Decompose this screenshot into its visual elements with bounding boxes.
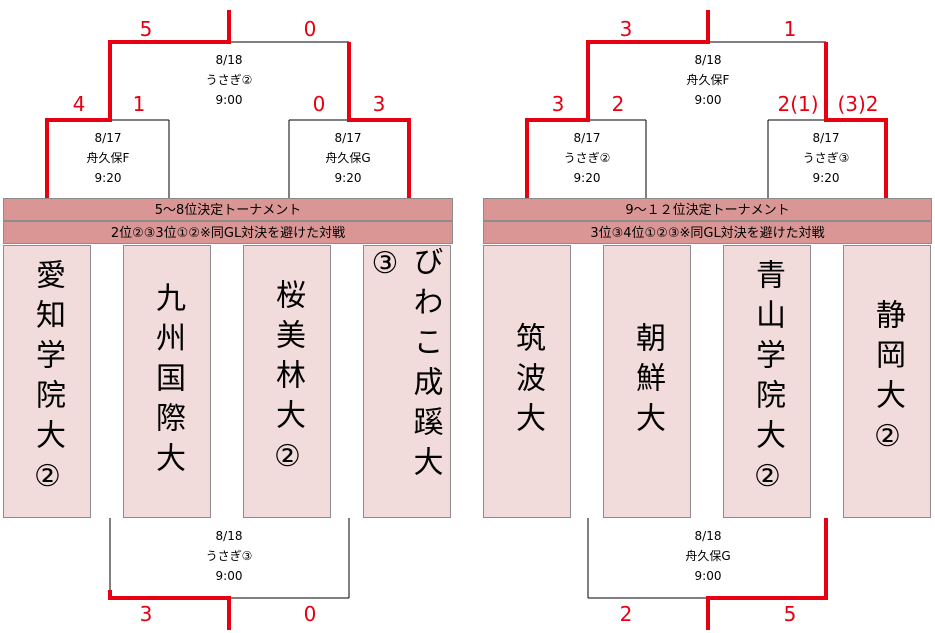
match-venue: うさぎ③	[205, 549, 253, 563]
match-date: 8/18	[694, 53, 722, 67]
left-team-1: 愛知学院大②	[3, 245, 91, 518]
match-date: 8/18	[215, 53, 243, 67]
match-venue: うさぎ②	[205, 73, 253, 87]
right-black-lines	[587, 41, 826, 599]
left-final-info: 8/18 うさぎ② 9:00	[179, 50, 279, 110]
team-name: 朝鮮大	[630, 321, 665, 442]
right-final-score-b: 1	[783, 17, 797, 41]
left-team-4: びわこ成蹊大③	[363, 245, 451, 518]
team-name: 筑波大	[510, 321, 545, 442]
right-final-info: 8/18 舟久保F 9:00	[658, 50, 758, 110]
left-consolation-info: 8/18 うさぎ③ 9:00	[179, 526, 279, 586]
team-name: 九州国際大	[150, 281, 185, 482]
left-sf1-score-a: 4	[72, 92, 86, 116]
right-sf1-info: 8/17 うさぎ② 9:20	[537, 128, 637, 188]
left-consolation-score-a: 3	[139, 602, 153, 626]
left-black-lines	[109, 41, 350, 599]
team-name: 愛知学院大②	[30, 259, 65, 504]
left-sf2-info: 8/17 舟久保G 9:20	[298, 128, 398, 188]
match-time: 9:20	[812, 171, 840, 185]
right-team-1: 筑波大	[483, 245, 571, 518]
right-consolation-score-a: 2	[619, 602, 633, 626]
left-sf2-score-b: 3	[372, 92, 386, 116]
right-red-lines	[525, 10, 888, 630]
right-title: 9～１２位決定トーナメント	[483, 198, 932, 221]
right-sf2-score-b: (3)2	[837, 92, 879, 116]
left-team-2: 九州国際大	[123, 245, 211, 518]
right-consolation-info: 8/18 舟久保G 9:00	[658, 526, 758, 586]
match-date: 8/17	[94, 131, 122, 145]
match-venue: 舟久保G	[685, 549, 731, 563]
match-venue: うさぎ②	[563, 151, 611, 165]
match-date: 8/17	[812, 131, 840, 145]
right-team-2: 朝鮮大	[603, 245, 691, 518]
match-time: 9:00	[215, 569, 243, 583]
team-name: 青山学院大②	[750, 259, 785, 504]
right-team-3: 青山学院大②	[723, 245, 811, 518]
left-title: 5～8位決定トーナメント	[3, 198, 453, 221]
left-subtitle: 2位②③3位①②※同GL対決を避けた対戦	[3, 221, 453, 244]
match-venue: 舟久保F	[686, 73, 730, 87]
right-sf2-score-a: 2(1)	[777, 92, 819, 116]
left-final-score-b: 0	[303, 17, 317, 41]
team-name: びわこ成蹊大③	[367, 246, 443, 486]
match-venue: 舟久保G	[325, 151, 371, 165]
left-sf2-score-a: 0	[312, 92, 326, 116]
left-consolation-score-b: 0	[303, 602, 317, 626]
match-time: 9:20	[334, 171, 362, 185]
right-team-4: 静岡大②	[843, 245, 931, 518]
match-venue: うさぎ③	[802, 151, 850, 165]
team-name: 桜美林大②	[270, 279, 305, 484]
match-date: 8/18	[694, 529, 722, 543]
left-sf1-score-b: 1	[132, 92, 146, 116]
match-date: 8/17	[334, 131, 362, 145]
left-final-score-a: 5	[139, 17, 153, 41]
match-date: 8/17	[573, 131, 601, 145]
match-time: 9:20	[94, 171, 122, 185]
right-final-score-a: 3	[619, 17, 633, 41]
match-time: 9:00	[215, 93, 243, 107]
right-sf1-score-b: 2	[611, 92, 625, 116]
left-sf1-info: 8/17 舟久保F 9:20	[58, 128, 158, 188]
team-name: 静岡大②	[870, 299, 905, 464]
right-sf1-score-a: 3	[551, 92, 565, 116]
match-time: 9:00	[694, 569, 722, 583]
left-red-lines	[45, 10, 411, 630]
match-time: 9:20	[573, 171, 601, 185]
match-date: 8/18	[215, 529, 243, 543]
right-consolation-score-b: 5	[783, 602, 797, 626]
match-time: 9:00	[694, 93, 722, 107]
match-venue: 舟久保F	[86, 151, 130, 165]
left-team-3: 桜美林大②	[243, 245, 331, 518]
right-subtitle: 3位③4位①②③※同GL対決を避けた対戦	[483, 221, 932, 244]
right-sf2-info: 8/17 うさぎ③ 9:20	[776, 128, 876, 188]
